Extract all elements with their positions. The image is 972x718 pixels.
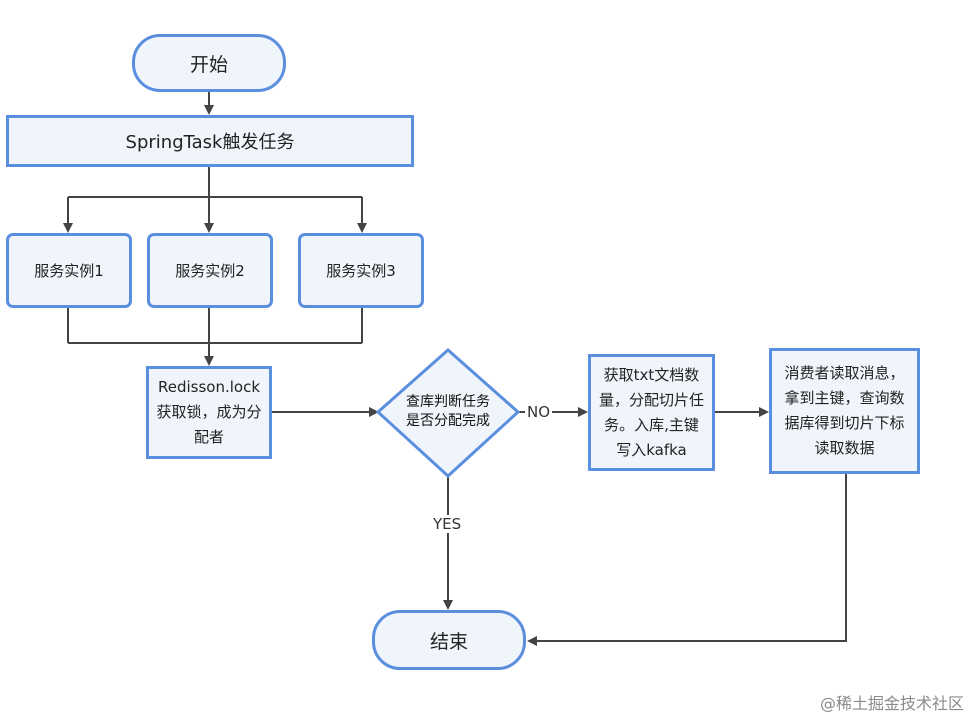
watermark-text: @稀土掘金技术社区 [819,694,964,713]
fetch-txt-node: 获取txt文档数量，分配切片任务。入库,主键写入kafka [588,354,715,471]
instance3-label: 服务实例3 [326,262,396,280]
instance1-label: 服务实例1 [34,262,104,280]
edge-consumer-to-end [527,474,847,646]
springtask-label: SpringTask触发任务 [125,132,295,153]
start-node: 开始 [132,34,286,92]
redisson-label: Redisson.lock 获取锁，成为分配者 [156,378,262,446]
decision-diamond [375,347,521,479]
start-label: 开始 [189,53,228,76]
fetch-txt-label: 获取txt文档数量，分配切片任务。入库,主键写入kafka [598,365,704,459]
instance1-node: 服务实例1 [6,233,132,308]
consumer-label: 消费者读取消息，拿到主键，查询数据库得到切片下标读取数据 [784,364,905,457]
edge-label-yes: YES [431,515,464,533]
instance2-label: 服务实例2 [175,262,245,280]
end-label: 结束 [429,630,468,653]
consumer-node: 消费者读取消息，拿到主键，查询数据库得到切片下标读取数据 [769,348,920,474]
springtask-node: SpringTask触发任务 [6,115,414,167]
decision-label: 查库判断任务是否分配完成 [406,394,490,429]
edge-label-no: NO [525,403,553,421]
redisson-node: Redisson.lock 获取锁，成为分配者 [146,366,272,459]
end-node: 结束 [372,610,526,670]
instance2-node: 服务实例2 [147,233,273,308]
instance3-node: 服务实例3 [298,233,424,308]
decision-label-box: 查库判断任务是否分配完成 [405,380,491,444]
